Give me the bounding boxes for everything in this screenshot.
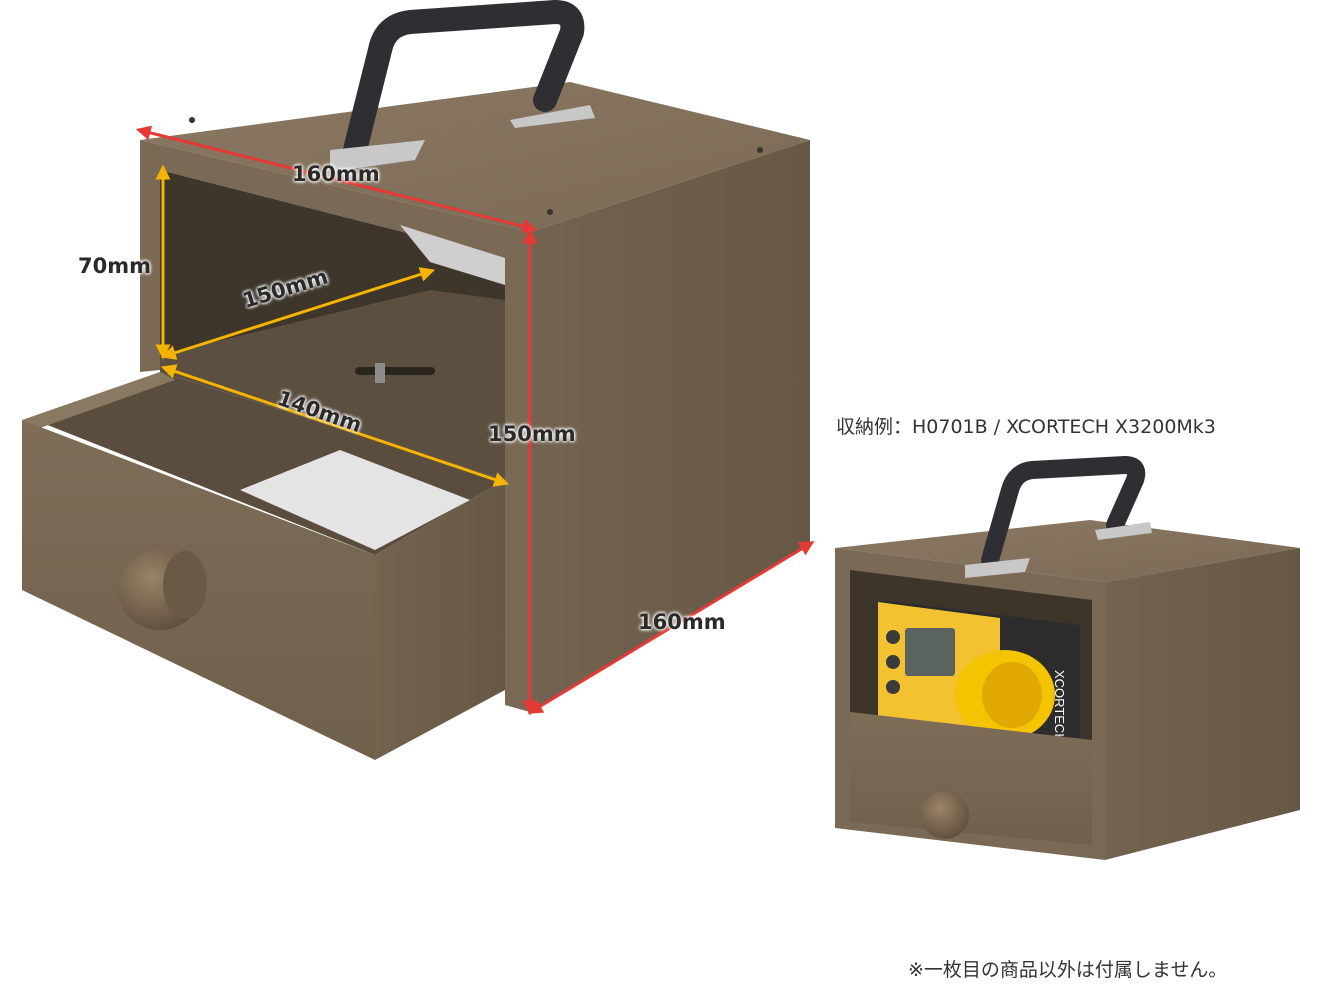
label-top-width: 160mm: [292, 162, 380, 186]
dimension-line-drawer-depth: [160, 364, 510, 487]
example-carry-handle: [965, 456, 1152, 578]
storage-example-caption: 収納例：H0701B / XCORTECH X3200Mk3: [836, 416, 1216, 438]
footnote: ※一枚目の商品以外は付属しません。: [908, 959, 1228, 981]
example-box: XCORTECH: [835, 456, 1300, 860]
dimension-line-inner-depth: [160, 267, 436, 360]
device-brand-text: XCORTECH: [1052, 670, 1067, 743]
dimension-line-top-width: [135, 125, 538, 234]
label-outer-height: 150mm: [488, 422, 576, 446]
large-box: [22, 0, 815, 760]
label-inner-height: 70mm: [78, 254, 151, 278]
dimension-line-outer-depth: [527, 541, 815, 714]
label-outer-depth: 160mm: [638, 610, 726, 634]
chronograph-device: XCORTECH: [878, 600, 1080, 760]
